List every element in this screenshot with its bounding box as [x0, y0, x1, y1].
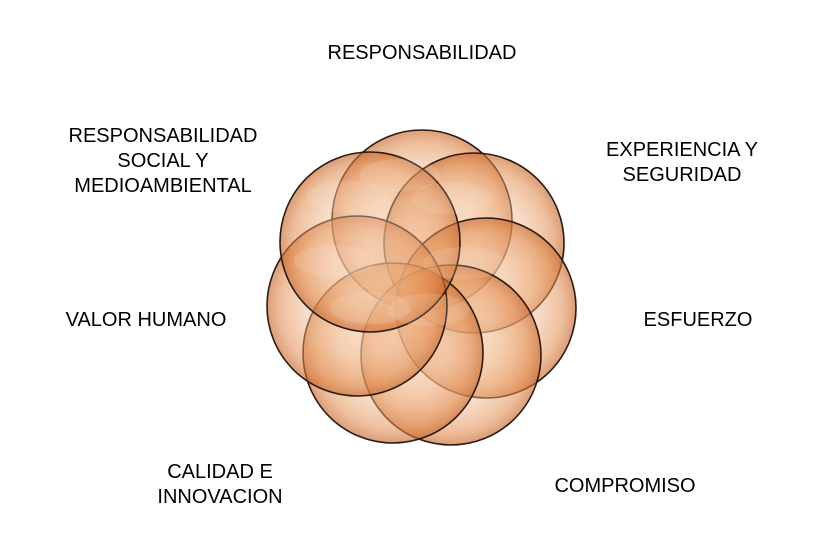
circle-calidad-innovacion-highlight	[330, 291, 411, 325]
circle-responsabilidad-highlight	[359, 158, 440, 192]
label-esfuerzo: ESFUERZO	[643, 309, 753, 331]
label-calidad-innovacion: CALIDAD E INNOVACION	[157, 461, 283, 508]
label-responsabilidad-social-medioambiental: RESPONSABILIDAD SOCIAL Y MEDIOAMBIENTAL	[68, 125, 258, 197]
label-responsabilidad: RESPONSABILIDAD	[327, 42, 517, 64]
circle-responsabilidad-social-highlight	[307, 180, 388, 214]
circle-experiencia-seguridad-highlight	[411, 181, 492, 215]
circle-responsabilidad-social	[279, 151, 461, 333]
label-valor-humano: VALOR HUMANO	[65, 309, 227, 331]
label-experiencia-seguridad: EXPERIENCIA Y SEGURIDAD	[606, 139, 758, 186]
circle-esfuerzo-highlight	[423, 246, 504, 280]
circle-compromiso-highlight	[388, 293, 469, 327]
label-compromiso: COMPROMISO	[554, 475, 696, 497]
circle-valor-humano-highlight	[294, 244, 375, 278]
